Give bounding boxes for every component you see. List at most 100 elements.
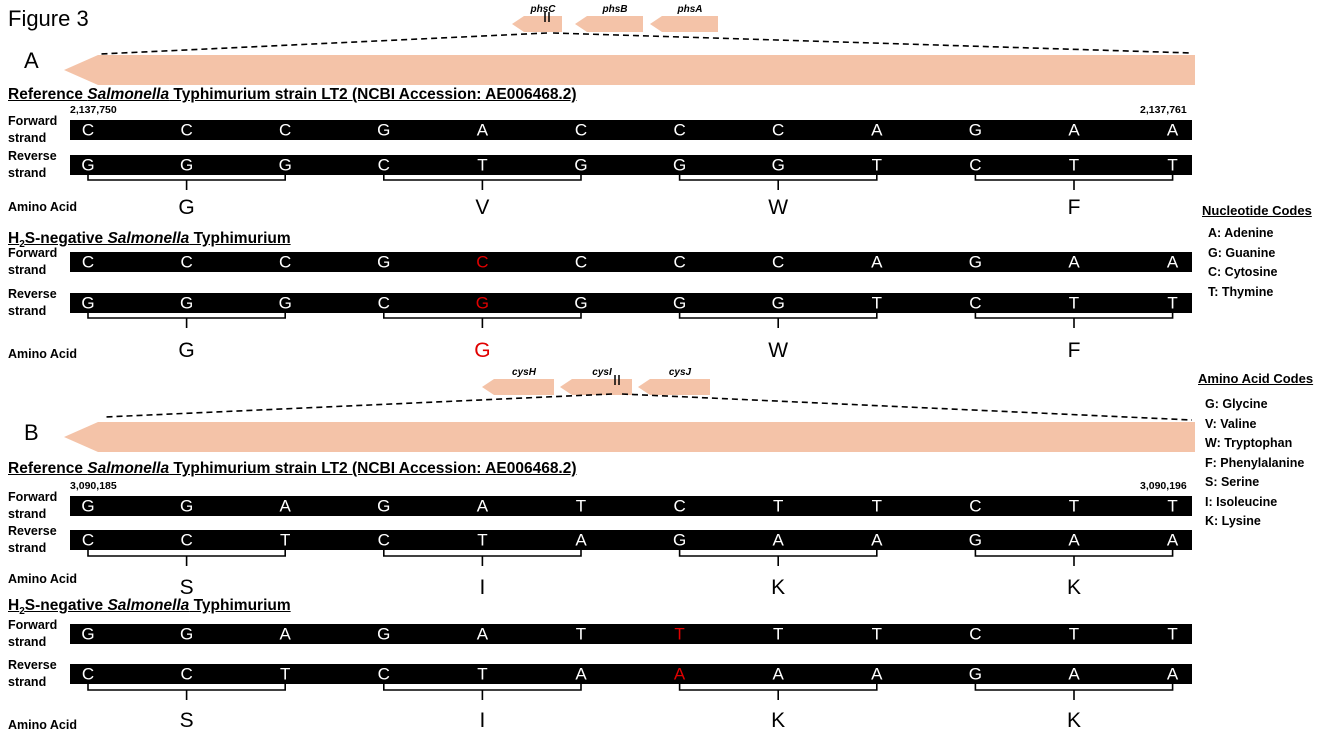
mutant-title-subscript: 2: [19, 606, 25, 618]
mutant-reverse-strand-nucleotide: G: [672, 293, 687, 313]
mutant-reverse-strand-nucleotide: A: [575, 664, 587, 684]
mutant-title-s: S-negative: [24, 230, 108, 247]
reference-reverse-strand-nucleotide: A: [772, 530, 784, 550]
operon-gene-arrow: [575, 16, 643, 32]
gene-arrow: [64, 55, 1195, 85]
mutant-title: H2S-negative Salmonella Typhimurium: [8, 230, 291, 250]
nucleotide-code-item: C: Cytosine: [1208, 265, 1278, 279]
reference-reverse-strand-nucleotide: A: [1166, 530, 1179, 550]
reference-title: Reference Salmonella Typhimurium strain …: [8, 86, 577, 104]
operon-gene-arrow: [482, 379, 554, 395]
reference-reverse-strand-nucleotide: C: [377, 530, 390, 550]
panel-letter: B: [24, 420, 39, 445]
reference-forward-strand-nucleotide: C: [772, 120, 785, 140]
reference-reverse-strand-nucleotide: A: [575, 530, 587, 550]
mutant-reverse-strand-nucleotide: T: [871, 293, 882, 313]
mutant-codon-bracket: [678, 310, 878, 328]
mutant-title-genus: Salmonella: [107, 597, 190, 614]
mutant-forward-strand-nucleotide: G: [179, 624, 194, 644]
reference-codon-bracket: [678, 172, 878, 190]
mutant-reverse-strand-nucleotide: G: [968, 664, 983, 684]
mutant-forward-strand-nucleotide: C: [476, 252, 489, 272]
reference-reverse-strand-nucleotide: T: [477, 155, 488, 175]
mutant-reverse-strand-nucleotide: G: [179, 293, 194, 313]
reference-amino-acid: F: [1067, 196, 1081, 219]
operon-gene-label: cysH: [512, 367, 536, 378]
mutant-forward-strand-nucleotide: C: [279, 252, 292, 272]
mutant-amino-acid-label: Amino Acid: [8, 718, 77, 732]
reference-forward-strand-nucleotide: A: [476, 120, 489, 140]
mutant-reverse-strand-nucleotide: A: [1166, 664, 1179, 684]
reference-forward-strand-nucleotide: A: [1068, 120, 1080, 140]
mutant-reverse-strand-nucleotide: G: [81, 293, 95, 313]
reference-title-suffix: Typhimurium strain LT2 (NCBI Accession: …: [169, 86, 577, 103]
reference-reverse-strand-nucleotide: G: [968, 530, 983, 550]
mutant-reverse-strand-nucleotide: C: [969, 293, 982, 313]
mutant-forward-strand-label-line: Forward: [8, 246, 58, 260]
reference-forward-strand-nucleotide: T: [772, 496, 784, 516]
mutant-forward-strand-nucleotide: C: [81, 252, 95, 272]
mutant-reverse-strand-label-line: strand: [8, 304, 47, 318]
mutant-title-suffix: Typhimurium: [189, 597, 291, 614]
reference-codon-bracket: [383, 172, 582, 190]
mutant-forward-strand-nucleotide: G: [377, 624, 391, 644]
reference-amino-acid: K: [1066, 576, 1082, 599]
reference-forward-strand-nucleotide: C: [673, 496, 686, 516]
reference-reverse-strand-nucleotide: G: [574, 155, 588, 175]
amino-acid-code-item: I: Isoleucine: [1205, 494, 1278, 509]
reference-forward-strand-nucleotide: G: [179, 496, 194, 516]
reference-forward-strand-nucleotide: C: [279, 120, 292, 140]
mutant-forward-strand-nucleotide: T: [674, 624, 685, 644]
reference-reverse-strand-nucleotide: T: [871, 155, 882, 175]
reference-forward-strand-nucleotide: T: [871, 496, 882, 516]
reference-forward-strand-nucleotide: A: [279, 496, 291, 516]
mutant-forward-strand-nucleotide: T: [1068, 624, 1080, 644]
mutant-reverse-strand-label-line: Reverse: [8, 287, 57, 301]
reference-reverse-strand-label-line: strand: [8, 166, 47, 180]
mutant-reverse-strand-nucleotide: T: [1167, 293, 1178, 313]
mutant-forward-strand-nucleotide: G: [377, 252, 391, 272]
reference-amino-acid-label: Amino Acid: [8, 200, 77, 214]
reference-amino-acid: S: [179, 576, 194, 599]
mutant-forward-strand-nucleotide: A: [871, 252, 883, 272]
reference-codon-bracket: [87, 172, 286, 190]
reference-title-genus: Salmonella: [87, 460, 170, 477]
reference-codon-bracket: [974, 172, 1174, 190]
reference-title-genus: Salmonella: [87, 86, 170, 103]
mutant-reverse-strand-nucleotide: C: [180, 664, 193, 684]
operon-gene-label: phsB: [602, 4, 628, 15]
mutant-title-s: S-negative: [24, 597, 108, 614]
mutant-amino-acid: S: [179, 709, 194, 732]
reference-amino-acid: G: [178, 196, 195, 219]
reference-reverse-strand-nucleotide: A: [1068, 530, 1080, 550]
mutant-title-suffix: Typhimurium: [189, 230, 291, 247]
mutant-forward-strand-nucleotide: C: [772, 252, 785, 272]
reference-amino-acid-label: Amino Acid: [8, 572, 77, 586]
mutant-codon-bracket: [678, 682, 878, 700]
reference-reverse-strand-nucleotide: C: [81, 530, 95, 550]
reference-title-prefix: Reference: [8, 86, 88, 103]
panel-letter: A: [24, 48, 39, 73]
reference-amino-acid: I: [479, 576, 486, 599]
mutant-forward-strand-nucleotide: G: [968, 252, 983, 272]
operon-gene-label: cysJ: [668, 367, 692, 378]
reference-reverse-strand-nucleotide: G: [672, 155, 687, 175]
mutant-forward-strand-nucleotide: C: [673, 252, 686, 272]
mutant-codon-bracket: [974, 682, 1174, 700]
reference-reverse-strand-nucleotide: T: [477, 530, 488, 550]
mutant-title-h: H: [8, 230, 20, 247]
amino-acid-code-item: G: Glycine: [1205, 397, 1268, 411]
mutant-reverse-strand-label-line: strand: [8, 675, 47, 689]
amino-acid-code-item: K: Lysine: [1205, 514, 1261, 528]
mutant-forward-strand-nucleotide: A: [476, 624, 489, 644]
coordinate-end: 2,137,761: [1140, 104, 1187, 116]
reference-forward-strand-nucleotide: T: [1068, 496, 1080, 516]
mutant-title-subscript: 2: [19, 239, 25, 251]
reference-forward-strand-nucleotide: A: [1166, 120, 1179, 140]
